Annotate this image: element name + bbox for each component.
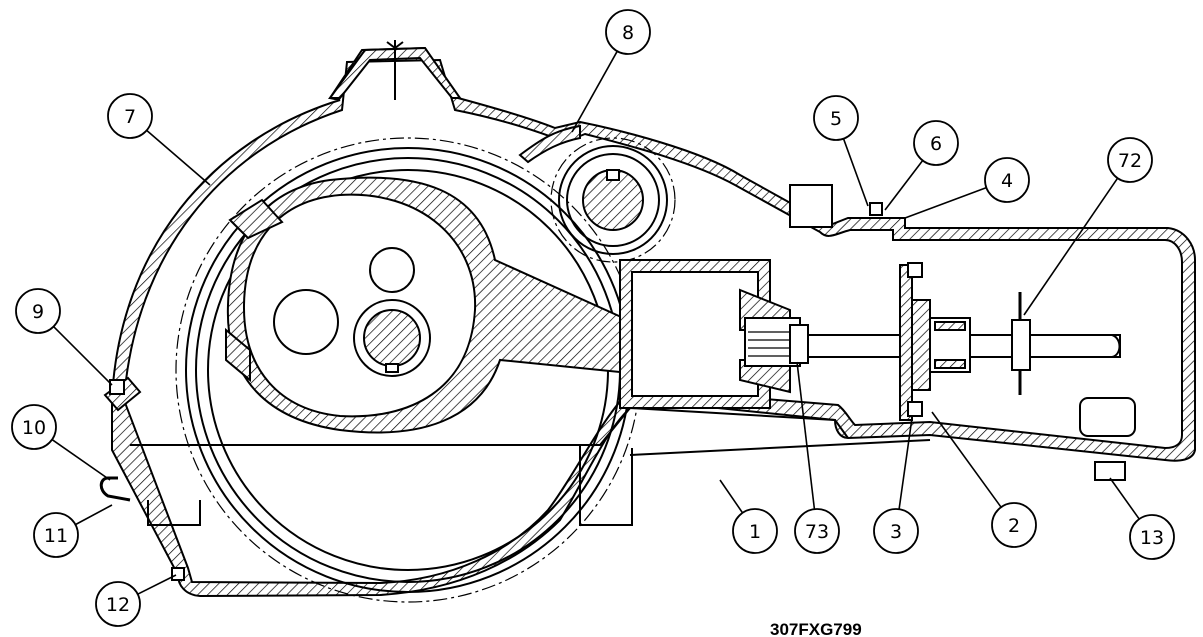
callout-balloon <box>732 508 778 554</box>
callout-6: 6 <box>884 120 959 211</box>
callout-9: 9 <box>15 288 113 386</box>
callout-leader-line <box>137 574 177 595</box>
callout-3: 3 <box>873 417 919 554</box>
callout-leader-line <box>51 438 111 481</box>
callout-13: 13 <box>1109 477 1175 560</box>
callout-label: 13 <box>1140 527 1164 549</box>
callout-leader-line <box>931 411 1002 508</box>
callout-label: 10 <box>22 417 46 439</box>
callout-5: 5 <box>813 95 869 207</box>
callout-label: 6 <box>930 133 942 155</box>
idler-shaft <box>518 124 676 263</box>
callout-balloon <box>794 508 840 554</box>
callout-leader-line <box>842 138 869 207</box>
callout-1: 1 <box>719 479 778 554</box>
callout-10: 10 <box>11 404 111 481</box>
callout-balloon <box>11 404 57 450</box>
callout-label: 2 <box>1008 515 1020 537</box>
callout-label: 7 <box>124 106 136 128</box>
callout-4: 4 <box>904 157 1030 219</box>
callout-leader-line <box>719 479 744 514</box>
pump-housing <box>111 40 1196 598</box>
callout-8: 8 <box>571 9 651 133</box>
callout-balloon <box>991 502 1037 548</box>
callout-balloon <box>107 93 153 139</box>
extension-rod <box>807 262 1136 481</box>
housing-base <box>99 184 931 581</box>
callout-balloon <box>813 95 859 141</box>
callout-balloon <box>1107 137 1153 183</box>
callout-7: 7 <box>107 93 211 186</box>
callout-leader-line <box>796 361 816 510</box>
callout-leader-line <box>571 50 618 133</box>
callout-11: 11 <box>33 504 113 558</box>
callout-73: 73 <box>794 361 840 554</box>
callout-leader-line <box>898 417 913 510</box>
callout-2: 2 <box>931 411 1037 548</box>
callout-label: 1 <box>749 521 761 543</box>
callout-leader-line <box>52 325 113 386</box>
callout-leader-line <box>146 129 211 186</box>
breather-cap <box>328 46 462 99</box>
callout-label: 12 <box>106 594 130 616</box>
callout-balloon <box>605 9 651 55</box>
callout-label: 11 <box>44 525 68 547</box>
crosshead-guide <box>619 259 809 409</box>
callout-leader-line <box>1023 177 1119 316</box>
callout-12: 12 <box>95 574 177 627</box>
callout-balloon <box>873 508 919 554</box>
callout-leader-line <box>1109 477 1140 520</box>
callout-leader-line <box>904 186 987 219</box>
callout-balloon <box>913 120 959 166</box>
drawing-code: 307FXG799 <box>770 620 862 637</box>
callout-balloon <box>984 157 1030 203</box>
callout-leader-line <box>75 504 113 526</box>
callout-label: 73 <box>805 521 829 543</box>
callout-leader-line <box>884 160 924 211</box>
callout-balloon <box>33 512 79 558</box>
callout-label: 9 <box>32 301 44 323</box>
callout-balloon <box>1129 514 1175 560</box>
callout-balloon <box>15 288 61 334</box>
callout-72: 72 <box>1023 137 1153 316</box>
callout-label: 3 <box>890 521 902 543</box>
callout-label: 4 <box>1001 170 1013 192</box>
callout-label: 8 <box>622 22 634 44</box>
callout-label: 5 <box>830 108 842 130</box>
callout-label: 72 <box>1118 150 1142 172</box>
callout-balloon <box>95 581 141 627</box>
